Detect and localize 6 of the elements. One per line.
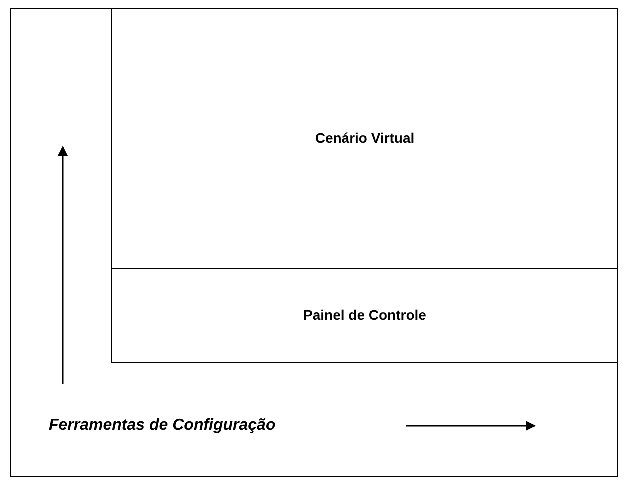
outer-frame xyxy=(10,8,618,477)
region-box xyxy=(111,8,618,269)
axis-label: Ferramentas de Configuração xyxy=(49,416,276,436)
region-label: Cenário Virtual xyxy=(315,128,415,148)
region-label: Painel de Controle xyxy=(304,306,426,325)
region-box xyxy=(111,269,618,363)
